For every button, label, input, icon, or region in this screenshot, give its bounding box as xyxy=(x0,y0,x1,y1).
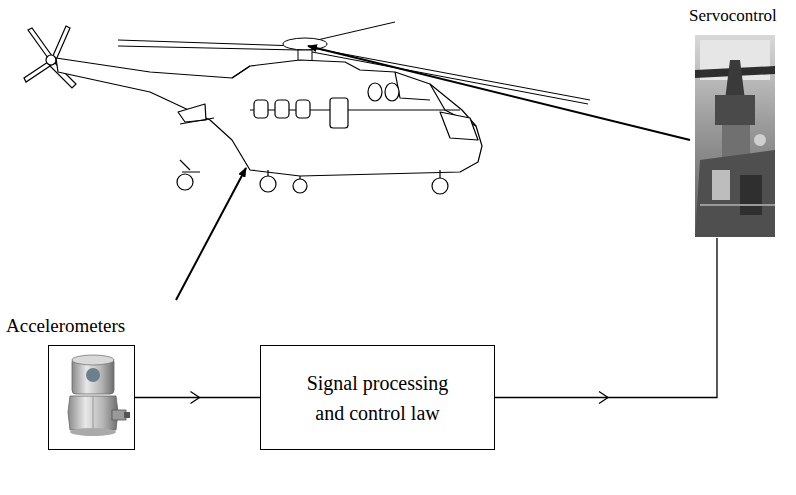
leader-arrow xyxy=(176,168,246,300)
accelerometer-picture xyxy=(68,355,130,436)
leader-arrow xyxy=(308,46,690,140)
node-heading: Accelerometers xyxy=(6,315,125,337)
node-label: Signal processing and control law xyxy=(303,368,453,428)
arrow-head xyxy=(599,392,608,404)
photo-box: Servocontrol xyxy=(695,35,775,237)
arrow-head xyxy=(191,392,200,404)
servocontrol-photo xyxy=(695,35,775,237)
node-heading: Servocontrol xyxy=(689,6,777,26)
process-box: Signal processing and control law xyxy=(260,345,495,450)
sensor-box: Accelerometers xyxy=(48,345,135,450)
signal-line xyxy=(135,397,260,398)
signal-line xyxy=(495,238,717,398)
